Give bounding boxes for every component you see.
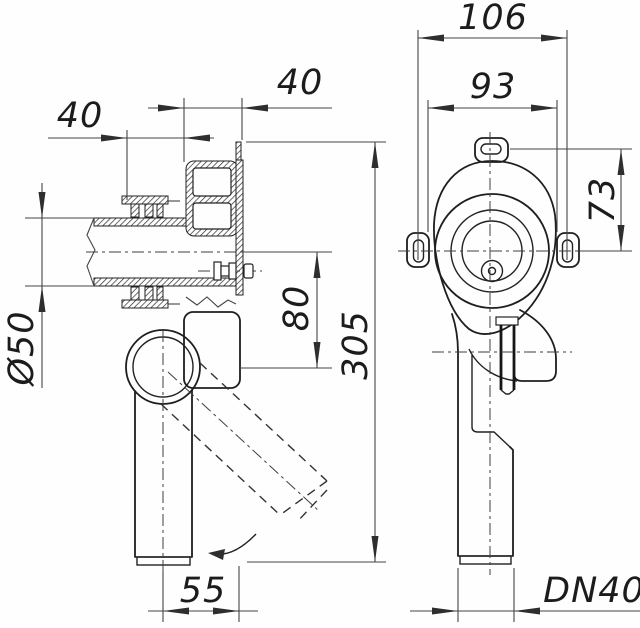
outlet-pipe-side: [134, 330, 193, 572]
swung-pipe-axis: [167, 371, 321, 513]
inlet-flange-circle: [434, 193, 550, 309]
mounting-lug-right: [556, 232, 580, 268]
dimension-overall-height: 305: [246, 141, 386, 563]
dim-label-40-right: 40: [277, 63, 324, 103]
rear-spout-flange: [495, 316, 519, 326]
outlet-pipe-end-ring-front: [459, 555, 512, 565]
dim-label-40-left: 40: [57, 96, 104, 136]
dimension-lug-vertical-offset: 73: [510, 148, 632, 252]
dimension-axis-offset: 80: [240, 251, 332, 369]
dim-label-dn40: DN40: [543, 571, 640, 611]
pipe-clamp-bottom: [121, 286, 180, 309]
dimension-body-width: 93: [427, 67, 558, 232]
dim-label-80: 80: [277, 285, 317, 332]
dim-label-73: 73: [583, 177, 623, 224]
wall-plate-tab: [235, 141, 242, 161]
fixing-screw: [198, 261, 262, 281]
dim-label-106: 106: [458, 0, 528, 38]
swung-pipe-end-cap: [279, 480, 328, 516]
side-view: [86, 141, 328, 572]
trap-body: [183, 311, 241, 389]
inlet-screw-head: [480, 259, 504, 283]
dimension-outlet-nominal: DN40: [410, 568, 640, 622]
dim-label-d50: Ø50: [2, 310, 42, 387]
mounting-lug-top: [474, 137, 509, 163]
dim-label-93: 93: [470, 67, 517, 107]
dimension-bracket-depth: 40: [148, 63, 332, 140]
dimension-wall-to-outlet-axis: 55: [148, 566, 258, 622]
dimension-mounting-hole-spacing: 106: [417, 0, 568, 260]
dim-label-305: 305: [336, 310, 376, 380]
body-break-line: [185, 296, 237, 308]
front-view: [398, 132, 586, 575]
outlet-elbow-front: [468, 309, 557, 448]
pipe-break-line: [86, 217, 96, 287]
inner-channel: [471, 355, 511, 448]
dimension-inlet-insertion-depth: 40: [48, 96, 214, 200]
rotation-arrow: [208, 533, 257, 560]
inlet-screw-center: [487, 266, 497, 276]
dim-label-55: 55: [180, 571, 227, 611]
mounting-slot-top: [480, 143, 502, 155]
swung-pipe-position: [160, 362, 328, 523]
dimension-inlet-diameter: Ø50: [2, 183, 94, 388]
pipe-clamp-top: [121, 195, 180, 218]
trap-housing-front: [433, 160, 557, 335]
wall-bracket-section: [185, 160, 239, 237]
wall-plate-section: [235, 141, 244, 296]
